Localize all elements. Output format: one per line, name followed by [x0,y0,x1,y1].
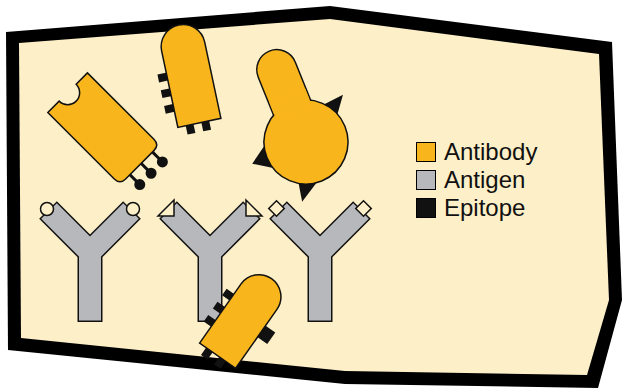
square-notch [356,201,372,217]
legend-swatch [416,142,436,162]
frame-border [6,6,622,388]
y-fill [279,211,361,321]
legend-row: Antigen [416,167,525,193]
body [157,21,221,128]
y-fill [49,211,131,321]
body-fill [269,88,312,121]
knob [143,165,159,181]
grey-y-square [269,201,372,322]
legend-row: Epitope [416,195,525,221]
legend-text: Antibody [444,139,537,165]
knob [132,177,148,193]
square-notch [269,201,285,217]
yellow-capsule-shape [148,21,223,139]
legend-row: Antibody [416,139,537,165]
legend-text: Antigen [444,167,525,193]
legend-swatch [416,170,436,190]
y-outline [278,210,362,322]
v-notch [158,200,174,216]
body [48,73,160,185]
v-notch [246,200,262,216]
y-outline [48,210,132,322]
body-outline [251,87,360,196]
knob [155,154,171,170]
yellow-notched-shape [48,73,174,199]
yellow-keyhole-shape [216,32,375,214]
round-notch [41,203,54,216]
frame-fill [19,19,609,375]
legend-text: Epitope [444,195,525,221]
grey-y-round [41,203,140,323]
legend-swatch [416,198,436,218]
body [200,266,290,368]
round-notch [127,203,140,216]
yellow-bottom-shape [187,261,299,383]
